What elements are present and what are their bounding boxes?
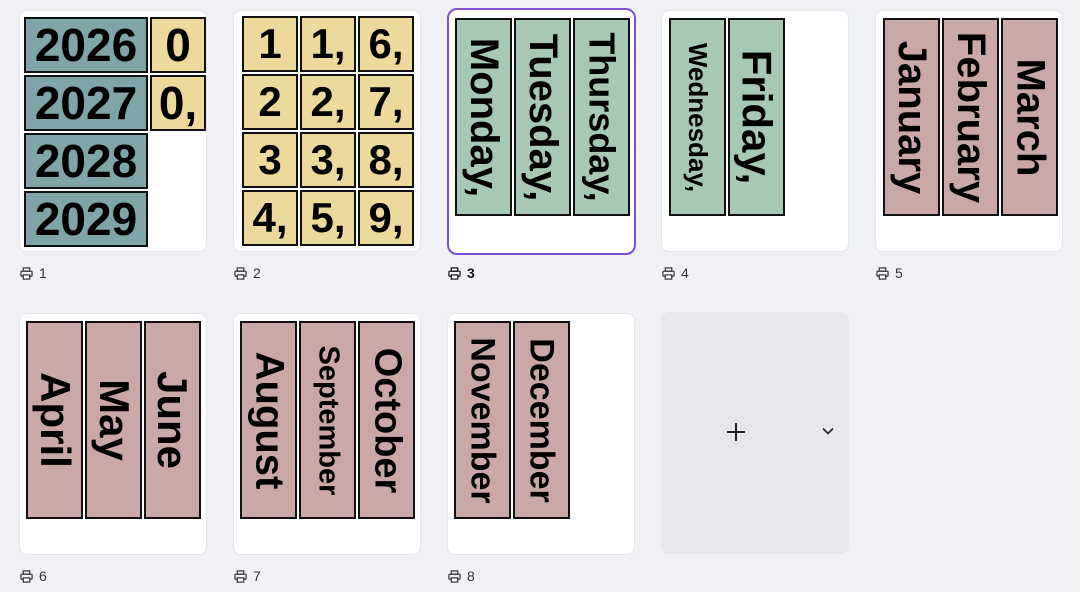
page-thumbnail-6[interactable]: April May June — [19, 313, 207, 555]
tile: June — [144, 321, 201, 519]
tile: 9, — [358, 190, 414, 246]
print-icon — [234, 266, 247, 280]
page-thumbnail-8[interactable]: November December — [447, 313, 635, 555]
tile: 6, — [358, 16, 414, 72]
tile: 2027 — [24, 75, 148, 131]
page-number: 4 — [681, 265, 689, 281]
page-label-3: 3 — [448, 264, 475, 282]
tile: 0, — [150, 75, 206, 131]
print-icon — [876, 266, 889, 280]
tile: 2 — [242, 74, 298, 130]
page-number: 1 — [39, 265, 47, 281]
tile: Thursday, — [573, 18, 630, 216]
page-label-7: 7 — [234, 567, 261, 585]
tile: 1, — [300, 16, 356, 72]
tile: 2029 — [24, 191, 148, 247]
tile: 3, — [300, 132, 356, 188]
page-label-4: 4 — [662, 264, 689, 282]
tile: December — [513, 321, 570, 519]
page-number: 3 — [467, 265, 475, 281]
tile: November — [454, 321, 511, 519]
page-thumbnail-2[interactable]: 1 1, 6, 2 2, 7, 3 3, 8, 4, 5, 9, — [233, 10, 421, 252]
print-icon — [20, 569, 33, 583]
print-icon — [662, 266, 675, 280]
tile: Monday, — [455, 18, 512, 216]
print-icon — [234, 569, 247, 583]
tile: October — [358, 321, 415, 519]
tile: 2, — [300, 74, 356, 130]
tile: August — [240, 321, 297, 519]
tile: 7, — [358, 74, 414, 130]
print-icon — [20, 266, 33, 280]
page-number: 7 — [253, 568, 261, 584]
page-thumbnail-5[interactable]: January February March — [875, 10, 1063, 252]
tile: 0 — [150, 17, 206, 73]
tile: February — [942, 18, 999, 216]
page-thumbnail-3[interactable]: Monday, Tuesday, Thursday, — [447, 8, 636, 255]
tile: Friday, — [728, 18, 785, 216]
page-number: 6 — [39, 568, 47, 584]
page-label-6: 6 — [20, 567, 47, 585]
tile: Tuesday, — [514, 18, 571, 216]
add-page-card — [661, 312, 849, 554]
page-label-5: 5 — [876, 264, 903, 282]
tile: March — [1001, 18, 1058, 216]
tile: 8, — [358, 132, 414, 188]
page-thumbnail-1[interactable]: 2026 0 2027 0, 2028 2029 — [19, 10, 207, 252]
tile: 3 — [242, 132, 298, 188]
page-number: 2 — [253, 265, 261, 281]
plus-icon[interactable] — [727, 423, 745, 441]
tile: Wednesday, — [669, 18, 726, 216]
page-number: 8 — [467, 568, 475, 584]
print-icon — [448, 569, 461, 583]
tile: 2028 — [24, 133, 148, 189]
tile: January — [883, 18, 940, 216]
tile: April — [26, 321, 83, 519]
tile: 2026 — [24, 17, 148, 73]
chevron-down-icon[interactable] — [821, 426, 835, 436]
tile: 4, — [242, 190, 298, 246]
tile: May — [85, 321, 142, 519]
page-thumbnail-4[interactable]: Wednesday, Friday, — [661, 10, 849, 252]
tile: 5, — [300, 190, 356, 246]
tile: September — [299, 321, 356, 519]
page-label-8: 8 — [448, 567, 475, 585]
print-icon — [448, 266, 461, 280]
page-number: 5 — [895, 265, 903, 281]
page-label-2: 2 — [234, 264, 261, 282]
page-thumbnail-7[interactable]: August September October — [233, 313, 421, 555]
page-label-1: 1 — [20, 264, 47, 282]
tile: 1 — [242, 16, 298, 72]
